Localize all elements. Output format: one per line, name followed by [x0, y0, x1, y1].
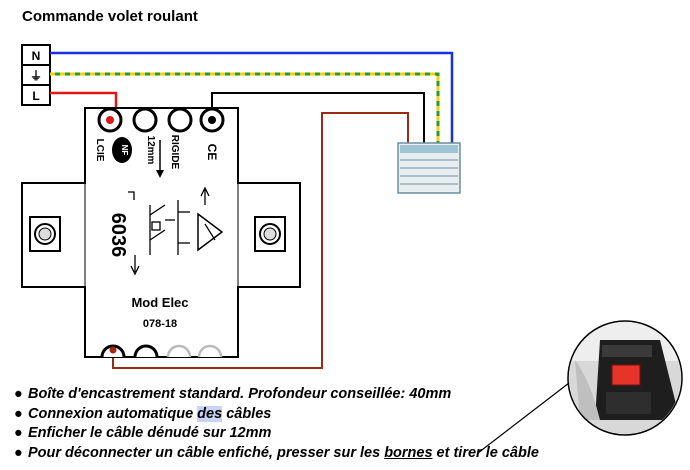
nf-mark-label: NF	[120, 145, 129, 156]
note-item: ● Enficher le câble dénudé sur 12mm	[14, 424, 539, 444]
bullet-icon: ●	[14, 405, 23, 422]
terminal-block: N ⏚ L	[21, 44, 51, 106]
maker-label: Mod Elec	[131, 295, 188, 310]
lcie-label: LCIE	[94, 139, 105, 162]
note-underlined-word: bornes	[384, 444, 433, 461]
bullet-icon: ●	[14, 444, 23, 461]
bullet-icon: ●	[14, 425, 23, 441]
bullet-icon: ●	[14, 386, 23, 402]
code-label: 078-18	[143, 318, 177, 330]
neutral-wire	[50, 51, 454, 145]
nf-mark	[112, 137, 132, 163]
terminal-live-label: L	[32, 89, 39, 103]
note-text-end: et tirer le câble	[432, 444, 539, 461]
connector-detail-magnifier	[477, 320, 683, 454]
terminal-earth-label: ⏚	[30, 69, 42, 83]
switch-module: NF LCIE 12mm RIGIDE CE 6036 M	[21, 107, 301, 358]
note-item: ● Pour déconnecter un câble enfiché, pres…	[14, 444, 539, 464]
note-text: Enficher le câble dénudé sur 12mm	[28, 425, 272, 441]
notes-list: ● Boîte d'encastrement standard. Profonde…	[14, 385, 539, 463]
model-number: 6036	[107, 213, 129, 258]
rigid-label: RIGIDE	[169, 135, 180, 170]
control-wire	[211, 92, 425, 145]
note-text: Boîte d'encastrement standard. Profondeu…	[28, 386, 452, 402]
terminal-neutral-label: N	[32, 49, 41, 63]
magnifier-pointer	[477, 382, 570, 454]
red-release-tab-icon	[611, 364, 641, 386]
note-item: ● Connexion automatique des câbles	[14, 405, 539, 425]
motor-wire	[112, 112, 409, 369]
diagram-title: Commande volet roulant	[22, 8, 198, 25]
internal-schematic	[128, 186, 210, 276]
roller-shutter-symbol	[397, 142, 461, 194]
note-item: ● Boîte d'encastrement standard. Profonde…	[14, 385, 539, 405]
top-terminals	[97, 107, 225, 133]
note-text-end: câbles	[222, 405, 272, 422]
ce-mark: CE	[205, 144, 219, 161]
warning-triangle	[197, 212, 224, 252]
note-highlight: des	[197, 405, 223, 422]
note-text: Pour déconnecter un câble enfiché, press…	[28, 444, 385, 461]
strip-length-label: 12mm	[145, 136, 156, 165]
bottom-terminals	[100, 344, 223, 358]
earth-wire	[50, 72, 440, 145]
note-text: Connexion automatique	[28, 405, 198, 422]
